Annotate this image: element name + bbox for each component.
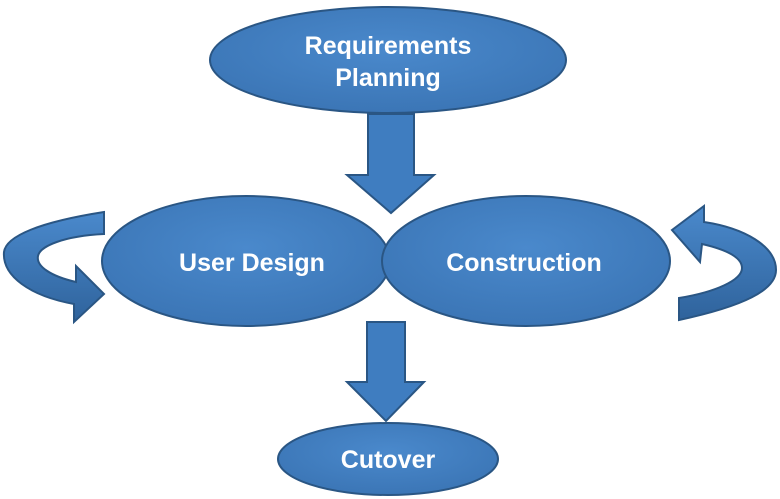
construction-node bbox=[381, 195, 671, 327]
loop-arrow-right-icon bbox=[670, 204, 778, 322]
arrow-down-to-design-icon bbox=[344, 113, 437, 215]
requirements-planning-label-line1: Requirements bbox=[305, 32, 472, 60]
requirements-planning-node bbox=[209, 6, 567, 114]
cutover-node bbox=[277, 422, 499, 496]
requirements-planning-label-line2: Planning bbox=[335, 64, 441, 92]
construction-label: Construction bbox=[446, 249, 602, 277]
arrow-down-to-cutover-icon bbox=[344, 321, 427, 423]
user-design-label: User Design bbox=[179, 249, 325, 277]
cutover-label: Cutover bbox=[341, 446, 436, 474]
loop-arrow-left-icon bbox=[2, 210, 106, 325]
